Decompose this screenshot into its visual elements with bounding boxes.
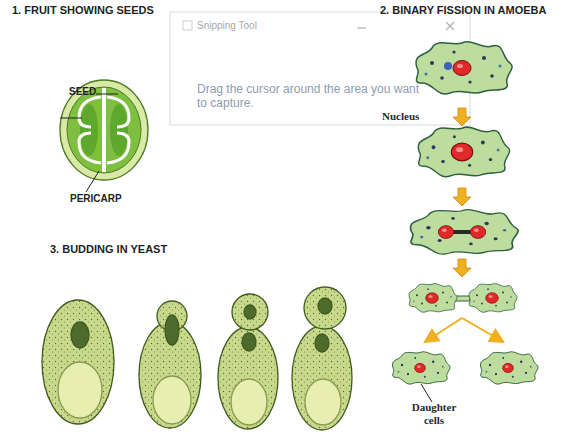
section-heading: 1. FRUIT SHOWING SEEDS xyxy=(12,4,154,17)
amoeba-body xyxy=(469,284,517,313)
close-mark xyxy=(446,22,454,30)
section-heading: 3. BUDDING IN YEAST xyxy=(50,243,167,256)
amoeba-nucleus xyxy=(470,226,485,239)
septum xyxy=(102,88,106,172)
split-arrow xyxy=(428,318,462,340)
amoeba-nucleus xyxy=(415,363,426,372)
vacuole xyxy=(231,379,267,425)
yeast-cell xyxy=(292,326,352,430)
amoeba-stage xyxy=(416,42,512,94)
vacuole xyxy=(58,362,102,418)
yeast-cells xyxy=(42,287,352,430)
leader-line xyxy=(60,118,82,119)
part-label: Nucleus xyxy=(382,110,419,123)
split-arrow xyxy=(462,318,500,340)
amoeba-body xyxy=(480,352,538,384)
yeast-nucleus xyxy=(165,315,179,345)
part-label: PERICARP xyxy=(70,193,122,205)
seed-outline xyxy=(79,97,129,163)
amoeba-body xyxy=(418,127,509,177)
fruit-inner xyxy=(67,87,141,173)
part-label: Daughter cells xyxy=(406,401,462,426)
amoeba-nucleus xyxy=(438,226,453,239)
watermark-text: Snipping Tool xyxy=(197,20,257,32)
yeast-cell xyxy=(218,327,278,429)
seed-right xyxy=(110,104,128,156)
process-arrow xyxy=(453,108,471,126)
amoeba-nucleus xyxy=(426,293,439,304)
yeast-nucleus xyxy=(242,333,256,351)
seed-left xyxy=(80,104,98,156)
amoeba-stage xyxy=(410,210,518,254)
vacuole xyxy=(153,376,191,424)
daughter-cell xyxy=(480,352,538,384)
leader-line xyxy=(421,384,432,402)
yeast-cell xyxy=(42,300,114,424)
leader-line xyxy=(86,171,99,192)
yeast-nucleus xyxy=(318,298,332,314)
amoeba-body xyxy=(409,284,457,313)
daughter-cell xyxy=(392,352,450,384)
amoeba-nucleus xyxy=(486,293,499,304)
amoeba-body xyxy=(392,352,450,384)
amoeba-nucleus xyxy=(453,61,471,76)
process-arrow xyxy=(453,259,471,277)
minimize-mark xyxy=(357,27,366,28)
yeast-nucleus xyxy=(71,322,89,348)
amoeba-stage xyxy=(418,127,509,177)
yeast-nucleus xyxy=(315,334,329,352)
yeast-nucleus xyxy=(244,305,256,319)
amoeba-stage xyxy=(409,284,517,313)
leader-line xyxy=(96,94,118,95)
amoeba-nucleus xyxy=(451,143,472,161)
yeast-bud xyxy=(304,287,346,329)
amoeba-body xyxy=(416,42,512,94)
part-label: SEED xyxy=(69,86,96,98)
process-arrow xyxy=(453,188,471,206)
vacuole xyxy=(305,379,341,425)
amoeba-body xyxy=(410,210,518,254)
overlay-icon xyxy=(183,21,192,30)
fruit-section xyxy=(60,80,148,192)
section-heading: 2. BINARY FISSION IN AMOEBA xyxy=(380,4,546,17)
pericarp xyxy=(60,80,148,180)
amoeba-nucleus xyxy=(503,363,514,372)
vacuole xyxy=(444,62,452,70)
watermark-text: Drag the cursor around the area you want… xyxy=(197,83,427,111)
yeast-bud xyxy=(232,294,268,330)
